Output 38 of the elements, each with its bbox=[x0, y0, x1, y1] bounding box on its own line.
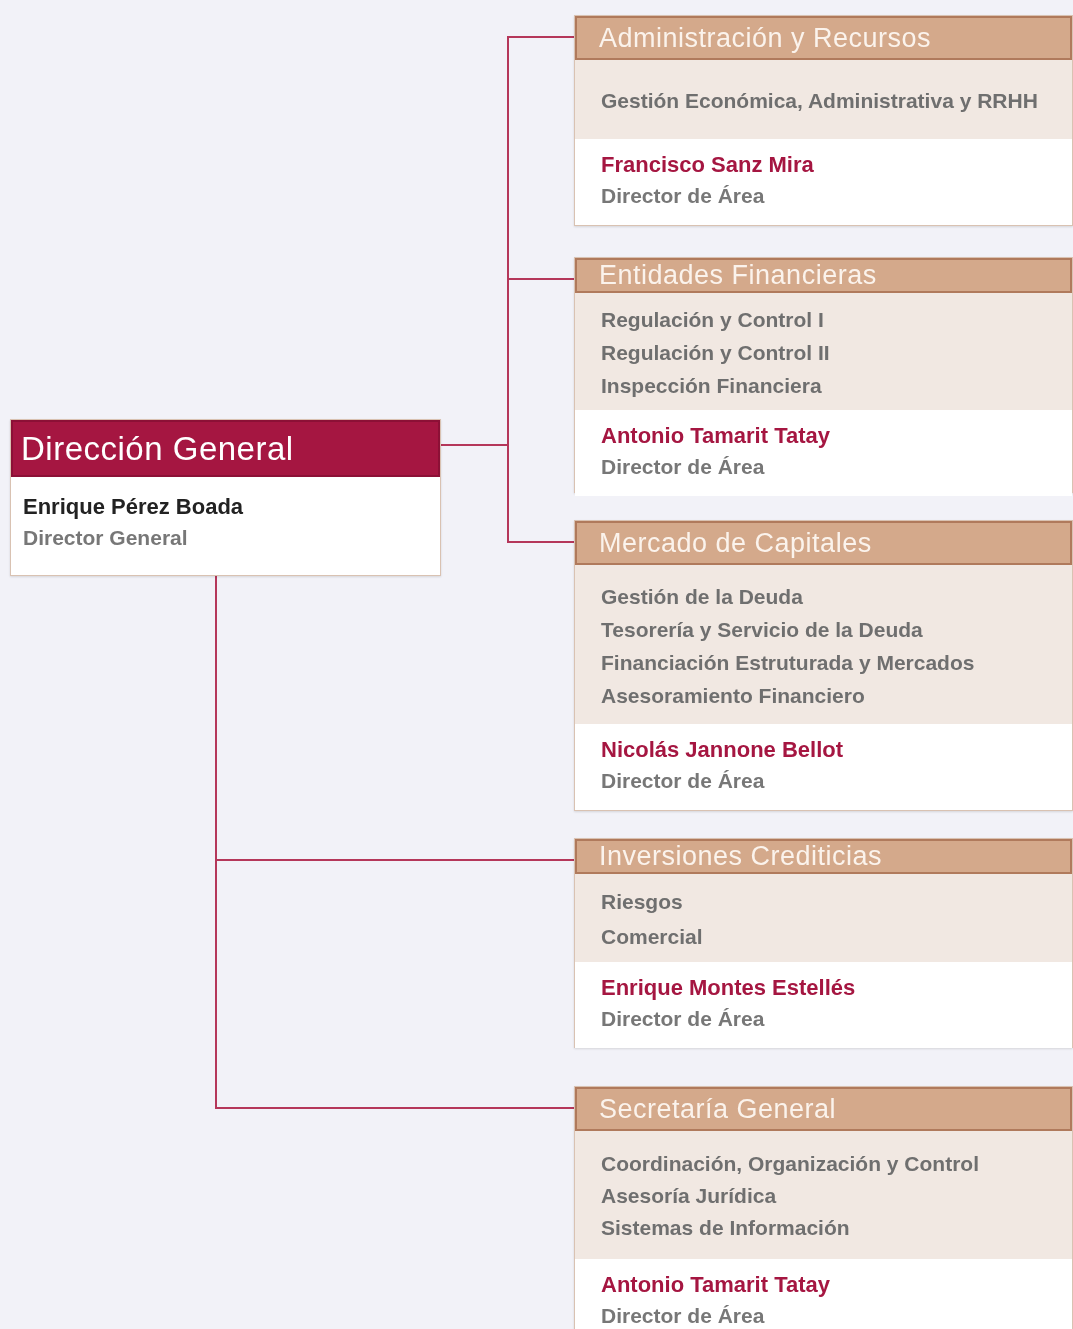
job-title: Director de Área bbox=[601, 1006, 766, 1032]
unit-name: Asesoramiento Financiero bbox=[601, 682, 866, 709]
card-title: Inversiones Crediticias bbox=[575, 839, 1072, 874]
person-name: Enrique Montes Estellés bbox=[601, 974, 857, 1002]
person-name: Enrique Pérez Boada bbox=[23, 493, 245, 521]
job-title: Director de Área bbox=[601, 454, 766, 480]
job-title: Director de Área bbox=[601, 183, 766, 209]
card-title: Administración y Recursos bbox=[575, 16, 1072, 60]
unit-name: Sistemas de Información bbox=[601, 1215, 851, 1241]
unit-name: Asesoría Jurídica bbox=[601, 1183, 778, 1209]
job-title: Director General bbox=[23, 525, 189, 551]
unit-name: Riesgos bbox=[601, 889, 684, 915]
unit-name: Tesorería y Servicio de la Deuda bbox=[601, 616, 924, 643]
unit-name: Gestión Económica, Administrativa y RRHH bbox=[601, 88, 1039, 114]
unit-name: Regulación y Control I bbox=[601, 307, 825, 333]
connector-line bbox=[440, 444, 575, 543]
card-title: Mercado de Capitales bbox=[575, 521, 1072, 565]
unit-name: Coordinación, Organización y Control bbox=[601, 1151, 981, 1177]
director-card bbox=[10, 419, 441, 576]
person-name: Antonio Tamarit Tatay bbox=[601, 1271, 831, 1299]
card-title: Entidades Financieras bbox=[575, 258, 1072, 293]
person-name: Antonio Tamarit Tatay bbox=[601, 422, 831, 450]
department-card bbox=[574, 1086, 1073, 1329]
unit-name: Comercial bbox=[601, 924, 704, 950]
card-title: Dirección General bbox=[11, 420, 440, 477]
person-name: Francisco Sanz Mira bbox=[601, 151, 815, 179]
unit-name: Financiación Estruturada y Mercados bbox=[601, 649, 976, 676]
person-name: Nicolás Jannone Bellot bbox=[601, 736, 845, 764]
unit-name: Regulación y Control II bbox=[601, 340, 831, 366]
job-title: Director de Área bbox=[601, 768, 766, 794]
department-card bbox=[574, 520, 1073, 811]
unit-name: Inspección Financiera bbox=[601, 373, 823, 399]
department-card bbox=[574, 257, 1073, 493]
unit-name: Gestión de la Deuda bbox=[601, 583, 804, 610]
job-title: Director de Área bbox=[601, 1303, 766, 1329]
department-card bbox=[574, 838, 1073, 1048]
department-card bbox=[574, 15, 1073, 226]
card-title: Secretaría General bbox=[575, 1087, 1072, 1131]
